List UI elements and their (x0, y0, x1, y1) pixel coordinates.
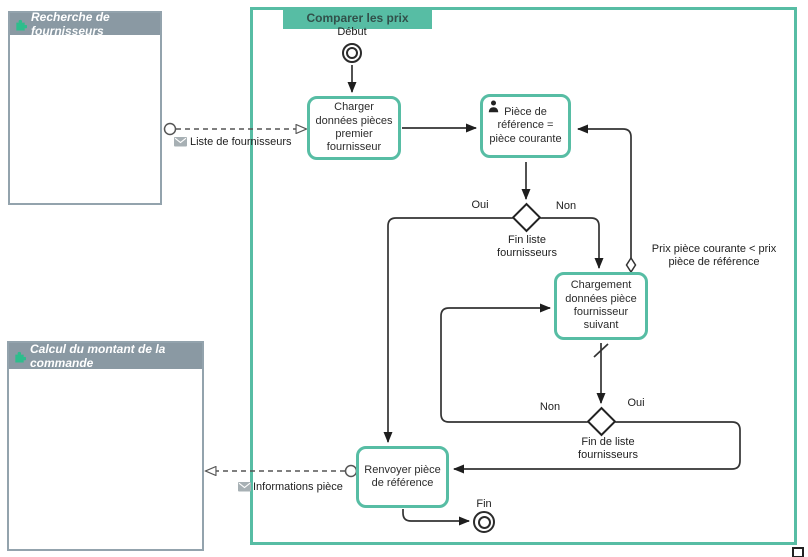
task-piece-reference[interactable]: Pièce de référence = pièce courante (480, 94, 571, 158)
gateway2-oui-label: Oui (627, 397, 645, 409)
flow-gateway1-oui-to-renvoyer[interactable] (383, 217, 515, 443)
message-liste-label: Liste de fournisseurs (190, 136, 292, 148)
flow-gateway1-non-to-chargement[interactable] (539, 217, 604, 269)
pool-recherche-label: Recherche de fournisseurs (31, 10, 110, 38)
task-renvoyer-label: Renvoyer pièce de référence (364, 463, 441, 489)
pool-recherche-fournisseurs[interactable]: Recherche de fournisseurs (8, 10, 162, 205)
flow-gateway2-oui-to-renvoyer[interactable] (453, 421, 741, 474)
gateway2-non-label: Non (539, 401, 561, 413)
flow-conditional-to-reference[interactable] (577, 124, 632, 258)
gateway1-non-label: Non (555, 200, 577, 212)
start-event-label: Début (337, 26, 367, 38)
puzzle-icon (15, 351, 26, 363)
gateway1-label: Fin liste fournisseurs (497, 234, 557, 259)
corner-resize-glyph (792, 547, 804, 557)
pool-calcul-label: Calcul du montant de la commande (30, 342, 166, 370)
end-event[interactable] (473, 511, 495, 533)
pool-calcul-header[interactable]: Calcul du montant de la commande (9, 342, 202, 370)
pool-comparer-les-prix[interactable] (250, 7, 797, 545)
task-charger-label: Charger données pièces premier fournisse… (315, 101, 393, 154)
pool-calcul-commande[interactable]: Calcul du montant de la commande (7, 341, 204, 551)
task-charger-donnees[interactable]: Charger données pièces premier fournisse… (307, 96, 401, 160)
flow-renvoyer-to-end[interactable] (402, 509, 470, 526)
conditional-flow-label: Prix pièce courante < prix pièce de réfé… (651, 243, 777, 268)
message-infos-label: Informations pièce (253, 481, 343, 493)
puzzle-icon (16, 19, 27, 31)
pool-recherche-header[interactable]: Recherche de fournisseurs (10, 10, 160, 38)
task-chargement-suivant[interactable]: Chargement données pièce fournisseur sui… (554, 272, 648, 340)
task-renvoyer-piece[interactable]: Renvoyer pièce de référence (356, 446, 449, 508)
task-chargement-label: Chargement données pièce fournisseur sui… (565, 279, 637, 332)
pool-comparer-tab[interactable]: Comparer les prix (283, 7, 432, 29)
envelope-icon (174, 137, 187, 147)
pool-comparer-label: Comparer les prix (306, 11, 409, 25)
message-flow-start-dot (163, 122, 177, 136)
gateway2-label: Fin de liste fournisseurs (578, 436, 638, 461)
gateway1-oui-label: Oui (471, 199, 489, 211)
task-reference-label: Pièce de référence = pièce courante (489, 105, 562, 145)
user-icon (488, 100, 499, 117)
start-event[interactable] (342, 43, 362, 63)
flow-gateway2-non-loop-to-chargement[interactable] (440, 303, 590, 423)
end-event-label: Fin (476, 498, 492, 510)
